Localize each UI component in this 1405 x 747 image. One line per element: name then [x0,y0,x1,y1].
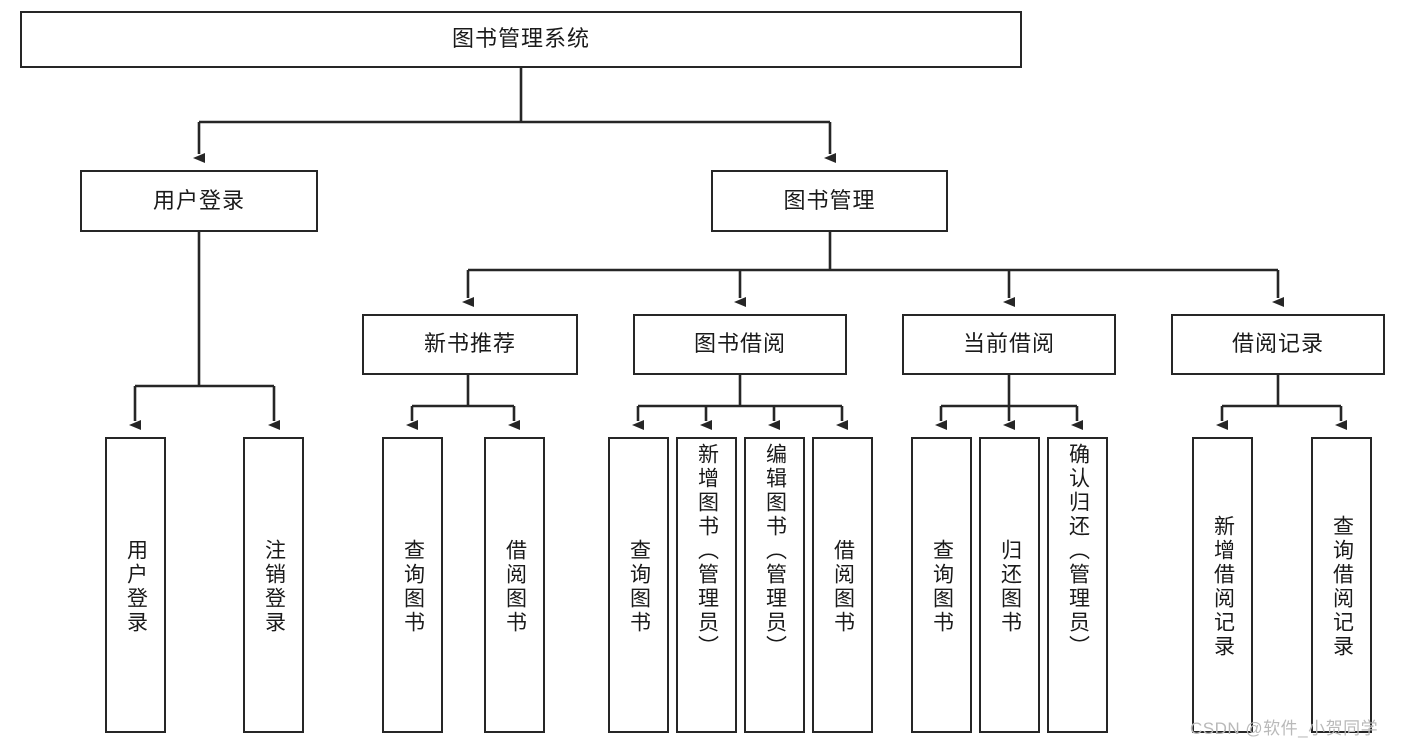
csdn-watermark: CSDN @软件_小贺同学 [1190,719,1379,738]
node-book-management-system[interactable]: 图书管理系统 [20,11,1022,68]
node-label: 注销登录 [262,539,286,635]
node-label: 编辑图书（管理员） [763,443,787,659]
node-label: 用户登录 [124,539,148,635]
node-label: 新增借阅记录 [1211,515,1235,659]
leaf-borrow-book-1[interactable]: 借阅图书 [484,437,545,733]
node-new-book-recommend[interactable]: 新书推荐 [362,314,578,375]
node-label: 图书管理 [783,187,876,213]
node-label: 新书推荐 [423,331,516,357]
leaf-query-book-2[interactable]: 查询图书 [608,437,669,733]
leaf-borrow-book-2[interactable]: 借阅图书 [812,437,873,733]
node-label: 借阅记录 [1231,331,1324,357]
leaf-add-record[interactable]: 新增借阅记录 [1192,437,1253,733]
leaf-return-book[interactable]: 归还图书 [979,437,1040,733]
leaf-logout-login[interactable]: 注销登录 [243,437,304,733]
leaf-query-book-3[interactable]: 查询图书 [911,437,972,733]
node-label: 借阅图书 [831,539,855,635]
leaf-confirm-return[interactable]: 确认归还（管理员） [1047,437,1108,733]
node-borrow-record[interactable]: 借阅记录 [1171,314,1385,375]
node-label: 新增图书（管理员） [695,443,719,659]
leaf-edit-book[interactable]: 编辑图书（管理员） [744,437,805,733]
node-label: 确认归还（管理员） [1066,443,1090,659]
node-label: 当前借阅 [962,331,1055,357]
leaf-query-record[interactable]: 查询借阅记录 [1311,437,1372,733]
node-book-management[interactable]: 图书管理 [711,170,948,232]
node-label: 查询图书 [627,539,651,635]
node-current-borrow[interactable]: 当前借阅 [902,314,1116,375]
node-book-borrow[interactable]: 图书借阅 [633,314,847,375]
node-label: 借阅图书 [503,539,527,635]
node-label: 用户登录 [152,187,245,213]
node-label: 图书借阅 [693,331,786,357]
node-label: 查询图书 [401,539,425,635]
leaf-query-book-1[interactable]: 查询图书 [382,437,443,733]
node-label: 图书管理系统 [451,26,590,52]
node-label: 查询图书 [930,539,954,635]
leaf-add-book[interactable]: 新增图书（管理员） [676,437,737,733]
node-label: 归还图书 [998,539,1022,635]
leaf-user-login[interactable]: 用户登录 [105,437,166,733]
node-user-login[interactable]: 用户登录 [80,170,318,232]
node-label: 查询借阅记录 [1330,515,1354,659]
